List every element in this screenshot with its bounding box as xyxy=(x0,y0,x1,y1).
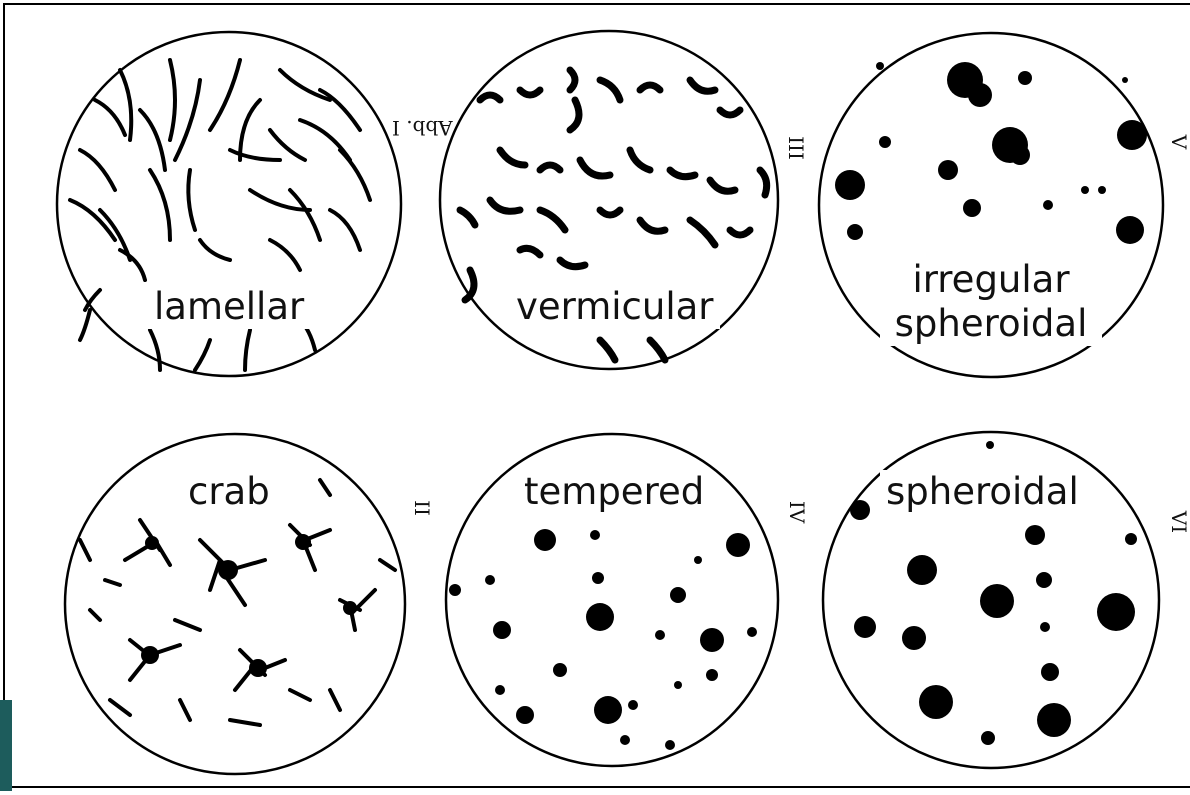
panel-numeral-1: Abb. I xyxy=(392,116,453,140)
corner-accent xyxy=(0,700,12,791)
label-vermicular: vermicular xyxy=(510,285,720,329)
label-crab: crab xyxy=(182,470,276,514)
label-spheroidal: spheroidal xyxy=(880,470,1085,514)
panel-numeral-6: VI xyxy=(1167,511,1190,533)
label-irregular-spheroidal: irregular spheroidal xyxy=(880,258,1102,346)
label-irregular-spheroidal-line2: spheroidal xyxy=(886,302,1096,346)
panel-numeral-4: IV xyxy=(785,501,809,523)
label-tempered: tempered xyxy=(518,470,710,514)
label-irregular-spheroidal-line1: irregular xyxy=(886,258,1096,302)
panel-numeral-5: V xyxy=(1167,135,1190,149)
label-lamellar: lamellar xyxy=(148,285,310,329)
panel-numeral-3: III xyxy=(784,136,808,160)
panel-numeral-2: II xyxy=(410,500,434,516)
